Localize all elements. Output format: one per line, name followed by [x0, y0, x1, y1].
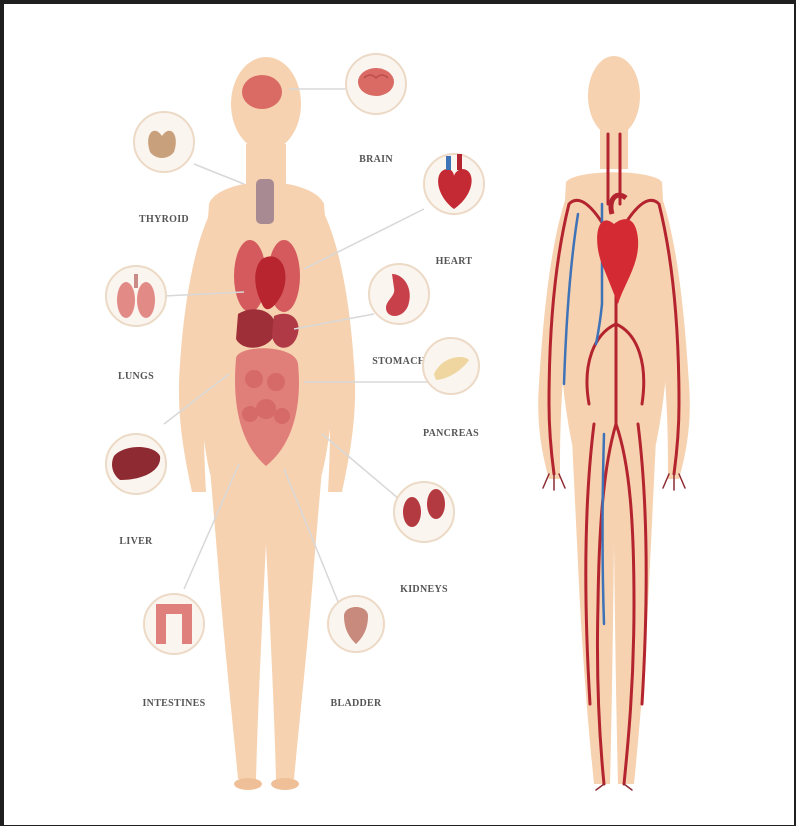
callout-pancreas: PANCREAS [423, 338, 479, 439]
brain-icon [358, 68, 394, 96]
kidneys-icon [403, 497, 421, 527]
circulatory-head [588, 56, 640, 136]
circulatory-body-figure [538, 56, 690, 784]
label-kidneys: KIDNEYS [400, 584, 448, 595]
label-stomach: STOMACH [372, 356, 426, 367]
lungs-icon [117, 282, 135, 318]
callout-liver: LIVER [106, 434, 166, 547]
callout-heart: HEART [424, 154, 484, 267]
legs [210, 469, 322, 779]
callout-bladder: BLADDER [328, 596, 384, 709]
label-intestines: INTESTINES [142, 698, 205, 709]
left-foot [234, 778, 262, 790]
callout-intestines: INTESTINES [142, 594, 205, 709]
callout-lungs: LUNGS [106, 266, 166, 382]
label-brain: BRAIN [359, 154, 393, 165]
diagram-canvas: THYROID BRAIN HEART LUNGS [4, 4, 794, 825]
brain-organ [242, 75, 282, 109]
label-liver: LIVER [119, 536, 153, 547]
callout-kidneys: KIDNEYS [394, 482, 454, 595]
callout-thyroid: THYROID [134, 112, 194, 225]
right-foot [271, 778, 299, 790]
label-bladder: BLADDER [331, 698, 382, 709]
anatomy-diagram: THYROID BRAIN HEART LUNGS [4, 4, 794, 825]
label-pancreas: PANCREAS [423, 428, 479, 439]
callout-stomach: STOMACH [369, 264, 429, 367]
trachea-thyroid [256, 179, 274, 224]
organ-body-figure [179, 57, 355, 790]
callout-brain: BRAIN [346, 54, 406, 165]
label-thyroid: THYROID [139, 214, 189, 225]
label-lungs: LUNGS [118, 371, 154, 382]
label-heart: HEART [436, 256, 473, 267]
